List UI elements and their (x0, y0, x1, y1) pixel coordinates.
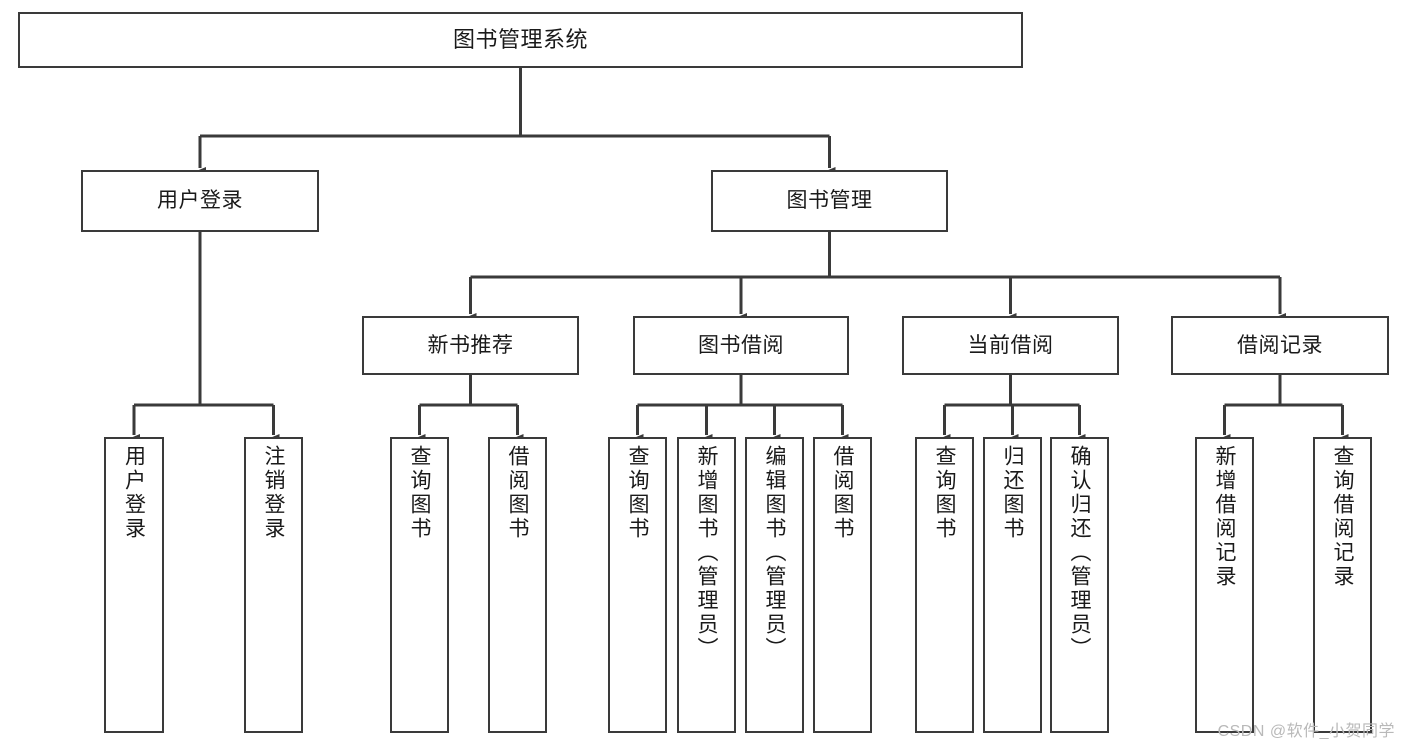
node-current-borrow[interactable]: 当前借阅 (902, 316, 1119, 375)
node-label: 查询图书 (933, 445, 956, 541)
node-label: 用户登录 (122, 445, 146, 541)
node-label: 用户登录 (157, 189, 243, 213)
node-label: 查询借阅记录 (1331, 445, 1354, 589)
node-leaf-rec-borrow[interactable]: 借阅图书 (488, 437, 547, 733)
node-label: 查询图书 (626, 445, 649, 541)
node-label: 编辑图书（管理员） (763, 445, 786, 661)
node-root[interactable]: 图书管理系统 (18, 12, 1023, 68)
node-label: 确认归还（管理员） (1068, 445, 1091, 661)
node-leaf-borrow-add[interactable]: 新增图书（管理员） (677, 437, 736, 733)
node-label: 新增图书（管理员） (695, 445, 718, 661)
node-leaf-rec-search[interactable]: 查询借阅记录 (1313, 437, 1372, 733)
node-new-book-rec[interactable]: 新书推荐 (362, 316, 579, 375)
node-label: 图书管理 (786, 189, 873, 213)
node-label: 图书管理系统 (452, 26, 588, 52)
node-label: 注销登录 (262, 445, 285, 541)
node-leaf-borrow-edit[interactable]: 编辑图书（管理员） (745, 437, 804, 733)
node-user-login[interactable]: 用户登录 (81, 170, 319, 232)
node-leaf-rec-query[interactable]: 查询图书 (390, 437, 449, 733)
node-borrow-record[interactable]: 借阅记录 (1171, 316, 1389, 375)
node-label: 归还图书 (1001, 445, 1024, 541)
node-label: 新增借阅记录 (1213, 445, 1236, 589)
node-leaf-cur-return[interactable]: 归还图书 (983, 437, 1042, 733)
node-label: 新书推荐 (427, 333, 514, 357)
node-leaf-cur-confirm[interactable]: 确认归还（管理员） (1050, 437, 1109, 733)
node-leaf-user-logout[interactable]: 注销登录 (244, 437, 303, 733)
node-book-borrow[interactable]: 图书借阅 (633, 316, 849, 375)
node-label: 当前借阅 (967, 333, 1054, 357)
node-label: 借阅图书 (831, 445, 854, 541)
node-book-manage[interactable]: 图书管理 (711, 170, 948, 232)
node-leaf-rec-add[interactable]: 新增借阅记录 (1195, 437, 1254, 733)
node-label: 查询图书 (408, 445, 431, 541)
node-leaf-cur-query[interactable]: 查询图书 (915, 437, 974, 733)
node-label: 借阅记录 (1237, 333, 1323, 357)
node-leaf-borrow-loan[interactable]: 借阅图书 (813, 437, 872, 733)
node-label: 借阅图书 (506, 445, 529, 541)
node-label: 图书借阅 (698, 333, 784, 357)
node-leaf-user-login[interactable]: 用户登录 (104, 437, 164, 733)
node-leaf-borrow-query[interactable]: 查询图书 (608, 437, 667, 733)
